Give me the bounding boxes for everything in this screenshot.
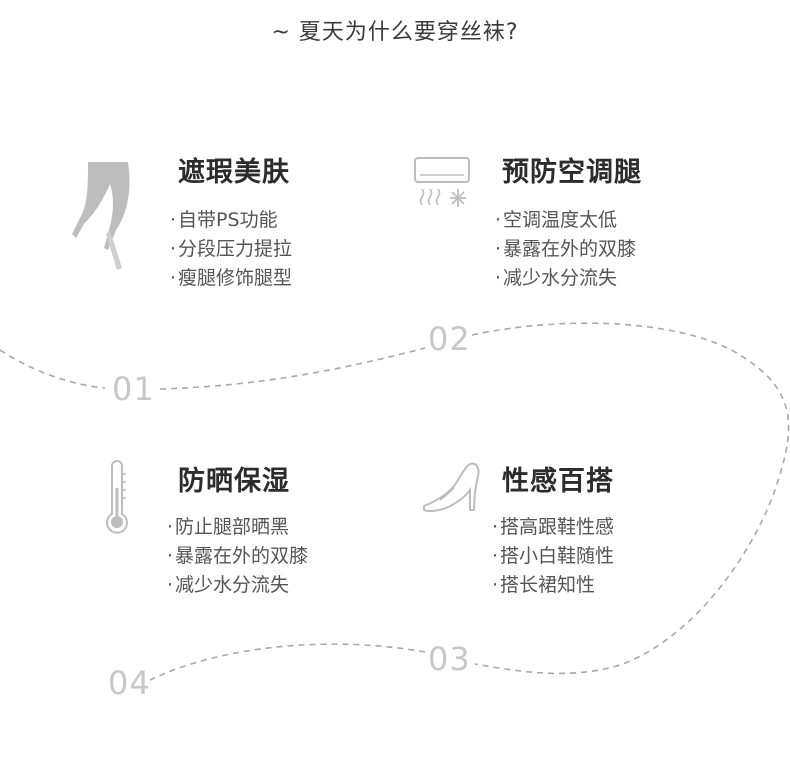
list-item: 减少水分流失	[167, 571, 308, 600]
list-item: 分段压力提拉	[170, 235, 292, 264]
list-item: 搭高跟鞋性感	[492, 513, 614, 542]
feature-title: 防晒保湿	[178, 466, 290, 497]
list-item: 瘦腿修饰腿型	[170, 264, 292, 293]
air-conditioner-icon	[414, 157, 470, 207]
path-number-04: 04	[108, 664, 151, 702]
list-item: 搭长裙知性	[492, 571, 614, 600]
feature-title: 预防空调腿	[502, 157, 642, 188]
path-number-01: 01	[112, 370, 155, 408]
list-item: 防止腿部晒黑	[167, 513, 308, 542]
feature-points: 自带PS功能 分段压力提拉 瘦腿修饰腿型	[170, 206, 292, 293]
list-item: 减少水分流失	[495, 264, 636, 293]
thermometer-icon	[106, 460, 128, 534]
high-heel-icon	[423, 462, 480, 513]
list-item: 空调温度太低	[495, 206, 636, 235]
list-item: 自带PS功能	[170, 206, 292, 235]
path-number-03: 03	[428, 640, 471, 678]
feature-title: 性感百搭	[502, 466, 614, 497]
legs-icon	[72, 162, 130, 270]
list-item: 暴露在外的双膝	[495, 235, 636, 264]
list-item: 搭小白鞋随性	[492, 542, 614, 571]
feature-points: 搭高跟鞋性感 搭小白鞋随性 搭长裙知性	[492, 513, 614, 600]
feature-title: 遮瑕美肤	[178, 157, 290, 188]
feature-points: 防止腿部晒黑 暴露在外的双膝 减少水分流失	[167, 513, 308, 600]
list-item: 暴露在外的双膝	[167, 542, 308, 571]
path-number-02: 02	[428, 320, 471, 358]
page-title: ~ 夏天为什么要穿丝袜?	[271, 20, 519, 45]
feature-points: 空调温度太低 暴露在外的双膝 减少水分流失	[495, 206, 636, 293]
